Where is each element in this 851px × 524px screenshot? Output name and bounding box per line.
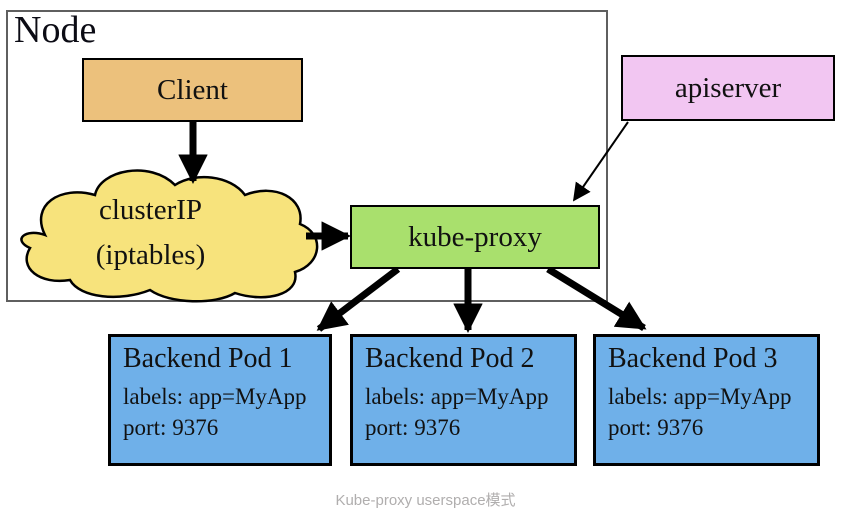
node-label: Node: [14, 9, 97, 51]
backend-pod-3-labels: labels: app=MyApp: [608, 384, 792, 409]
backend-pod-2-port: port: 9376: [365, 415, 461, 440]
kube-proxy-label: kube-proxy: [408, 220, 542, 253]
backend-pod-1-port: port: 9376: [123, 415, 219, 440]
apiserver-box: apiserver: [621, 55, 835, 121]
backend-pod-3-port: port: 9376: [608, 415, 704, 440]
figure-caption: Kube-proxy userspace模式: [335, 492, 516, 509]
cluster-ip-line2: (iptables): [95, 239, 206, 271]
arrow-apiserver-to-kubeproxy: [572, 121, 629, 202]
backend-pod-1-labels: labels: app=MyApp: [123, 384, 307, 409]
kube-proxy-box: kube-proxy: [350, 205, 600, 269]
backend-pod-2-box: Backend Pod 2 labels: app=MyApp port: 93…: [350, 334, 577, 466]
backend-pod-3-box: Backend Pod 3 labels: app=MyApp port: 93…: [593, 334, 820, 466]
backend-pod-1-box: Backend Pod 1 labels: app=MyApp port: 93…: [108, 334, 332, 466]
client-box: Client: [82, 58, 303, 122]
cluster-ip-label: clusterIP (iptables): [38, 188, 263, 278]
backend-pod-3-title: Backend Pod 3: [608, 343, 778, 374]
client-label: Client: [157, 73, 228, 106]
backend-pod-2-labels: labels: app=MyApp: [365, 384, 549, 409]
cluster-ip-line1: clusterIP: [98, 194, 203, 226]
cluster-ip-cloud: [20, 169, 319, 303]
backend-pod-1-title: Backend Pod 1: [123, 343, 293, 374]
backend-pod-2-title: Backend Pod 2: [365, 343, 535, 374]
node-boundary-box: [6, 10, 608, 302]
apiserver-label: apiserver: [674, 71, 782, 104]
arrow-kubeproxy-to-pod3: [546, 266, 647, 331]
arrow-kubeproxy-to-pod1: [316, 266, 401, 332]
